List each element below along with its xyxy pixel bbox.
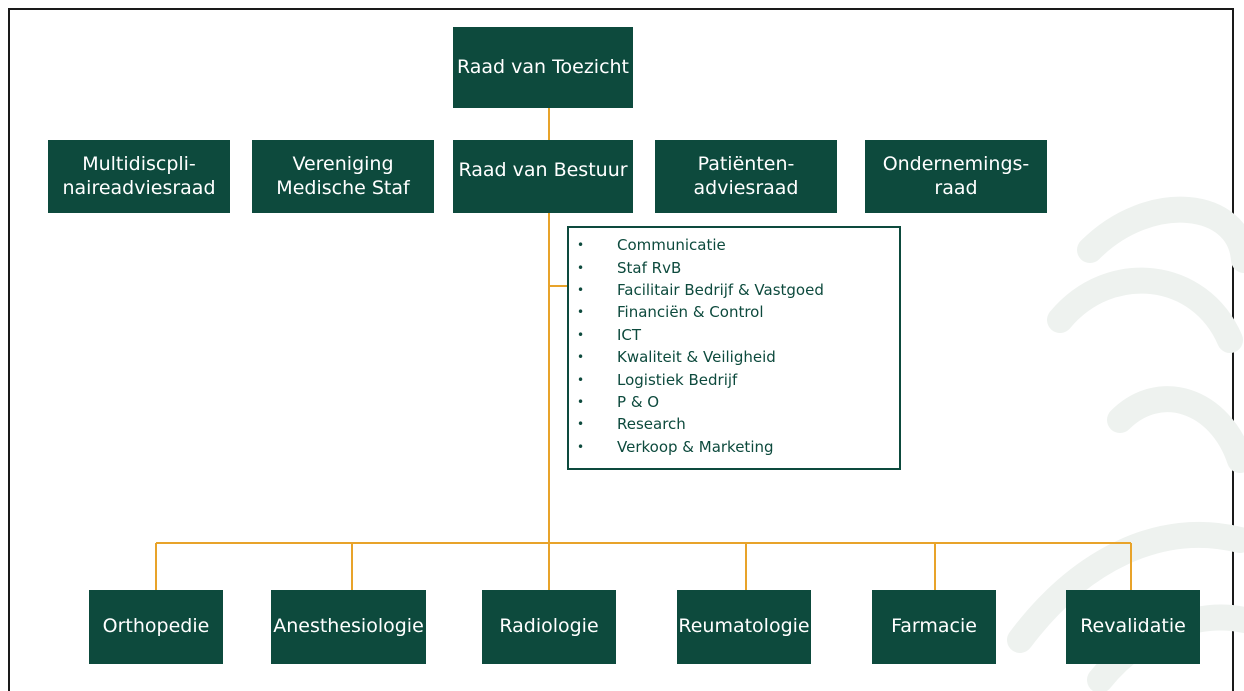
list-item-label: ICT (617, 325, 642, 344)
bullet: • (577, 260, 585, 275)
bullet: • (577, 327, 585, 342)
list-item-label: P & O (617, 392, 660, 411)
node-ondernemingsraad: Ondernemings- raad (865, 140, 1047, 213)
list-item: • Logistiek Bedrijf (569, 368, 899, 390)
list-item: • Research (569, 413, 899, 435)
list-item-label: Facilitair Bedrijf & Vastgoed (617, 280, 824, 299)
bullet: • (577, 372, 585, 387)
list-item: • Financiën & Control (569, 301, 899, 323)
list-item-label: Financiën & Control (617, 303, 764, 322)
bullet: • (577, 282, 585, 297)
node-raad-van-bestuur: Raad van Bestuur (453, 140, 633, 213)
list-item: • Verkoop & Marketing (569, 436, 899, 458)
bullet: • (577, 305, 585, 320)
list-item-label: Logistiek Bedrijf (617, 370, 738, 389)
list-item-label: Kwaliteit & Veiligheid (617, 348, 776, 367)
bullet: • (577, 350, 585, 365)
node-patientenadviesraad: Patiënten- adviesraad (655, 140, 837, 213)
list-item-label: Verkoop & Marketing (617, 437, 774, 456)
node-dept-anesthesiologie: Anesthesiologie (271, 590, 426, 664)
node-vereniging-medische-staf: Vereniging Medische Staf (252, 140, 434, 213)
list-item-label: Staf RvB (617, 258, 682, 277)
list-item-label: Communicatie (617, 236, 726, 255)
list-item: • Communicatie (569, 234, 899, 256)
node-multidisciplinaire-adviesraad: Multidiscpli- naireadviesraad (48, 140, 230, 213)
staff-services-list: • Communicatie • Staf RvB • Facilitair B… (567, 226, 901, 470)
bullet: • (577, 439, 585, 454)
list-item-label: Research (617, 415, 686, 434)
list-item: • P & O (569, 391, 899, 413)
bullet: • (577, 238, 585, 253)
node-dept-orthopedie: Orthopedie (89, 590, 223, 664)
node-raad-van-toezicht: Raad van Toezicht (453, 27, 633, 108)
bullet: • (577, 417, 585, 432)
node-dept-revalidatie: Revalidatie (1066, 590, 1200, 664)
list-item: • Staf RvB (569, 256, 899, 278)
list-item: • Kwaliteit & Veiligheid (569, 346, 899, 368)
list-item: • ICT (569, 324, 899, 346)
bullet: • (577, 394, 585, 409)
node-dept-radiologie: Radiologie (482, 590, 616, 664)
list-item: • Facilitair Bedrijf & Vastgoed (569, 279, 899, 301)
node-dept-farmacie: Farmacie (872, 590, 996, 664)
node-dept-reumatologie: Reumatologie (677, 590, 811, 664)
